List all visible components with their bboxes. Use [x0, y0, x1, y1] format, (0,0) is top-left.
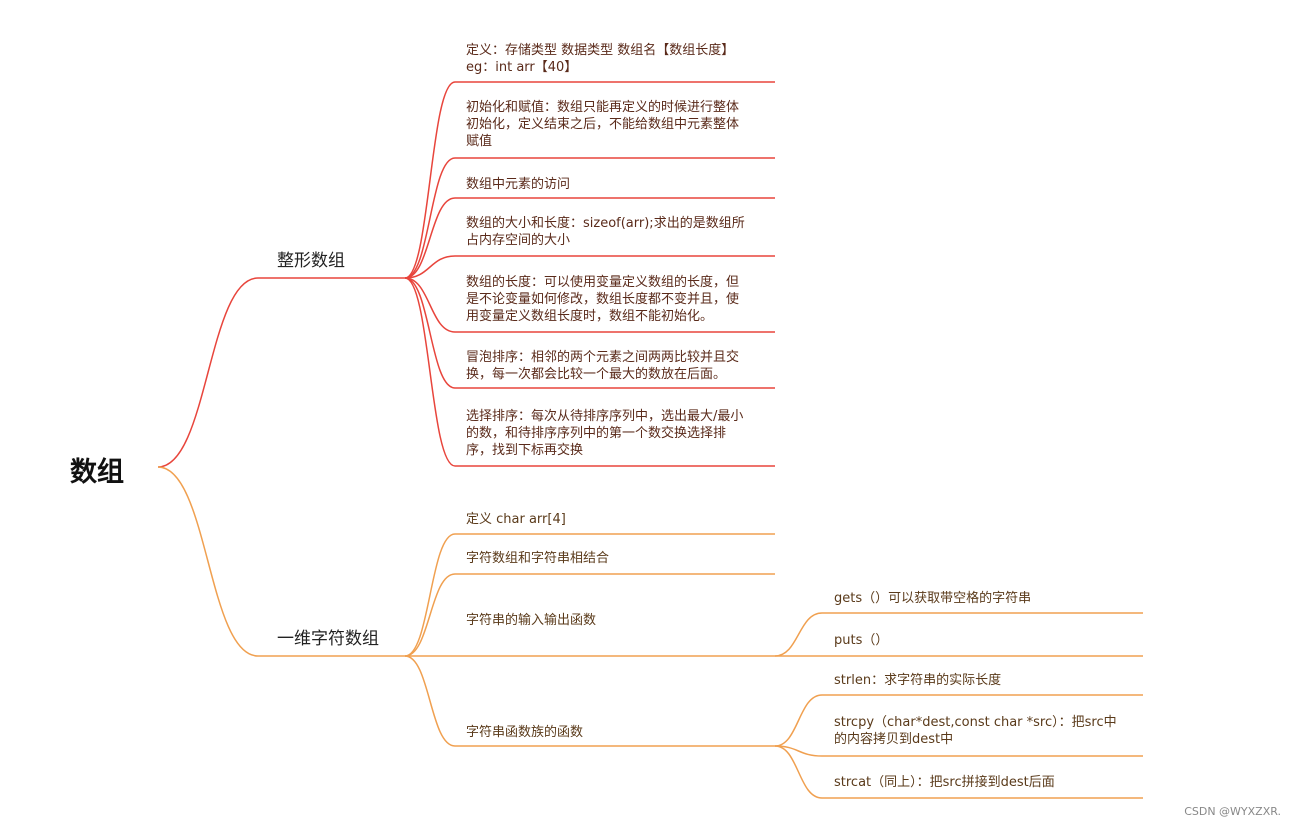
int-array-item-4-line: 数组的长度：可以使用变量定义数组的长度，但	[466, 275, 740, 290]
char-array-subitem-3-2-line: strcat（同上）：把src拼接到dest后面	[834, 775, 1055, 790]
char-array-subitem-3-0-line: strlen：求字符串的实际长度	[834, 673, 1002, 688]
char-array-item-3[interactable]: 字符串函数族的函数	[466, 724, 771, 741]
int-array-item-6[interactable]: 选择排序：每次从待排序序列中，选出最大/最小的数，和待排序序列中的第一个数交换选…	[466, 408, 771, 459]
int-array-item-0-line: eg：int arr【40】	[466, 60, 578, 75]
char-array-subitem-3-2[interactable]: strcat（同上）：把src拼接到dest后面	[834, 774, 1139, 791]
int-array-item-5[interactable]: 冒泡排序：相邻的两个元素之间两两比较并且交换，每一次都会比较一个最大的数放在后面…	[466, 349, 771, 383]
int-array-item-1[interactable]: 初始化和赋值：数组只能再定义的时候进行整体初始化，定义结束之后，不能给数组中元素…	[466, 99, 771, 150]
char-array-subitem-3-1[interactable]: strcpy（char*dest,const char *src）：把src中的…	[834, 714, 1139, 748]
int-array-item-6-line: 的数，和待排序序列中的第一个数交换选择排	[466, 426, 727, 441]
int-array-item-2-line: 数组中元素的访问	[466, 177, 571, 192]
int-array-item-4-line: 是不论变量如何修改，数组长度都不变并且，使	[466, 292, 740, 307]
int-array-item-1-line: 赋值	[466, 134, 493, 149]
connector-int-item-1	[404, 157, 775, 279]
char-array-item-0-line: 定义 char arr[4]	[466, 512, 566, 527]
char-array-item-3-line: 字符串函数族的函数	[466, 725, 584, 740]
connector-char-sub-2-0	[774, 612, 1143, 657]
connector-root-branch1	[157, 466, 405, 657]
int-array-item-2[interactable]: 数组中元素的访问	[466, 176, 771, 193]
int-array-item-3-line: 数组的大小和长度：sizeof(arr);求出的是数组所	[466, 216, 745, 231]
connector-root-branch0	[157, 277, 405, 468]
int-array-item-5-line: 换，每一次都会比较一个最大的数放在后面。	[466, 367, 727, 382]
char-array-subitem-2-0-line: gets（）可以获取带空格的字符串	[834, 591, 1032, 606]
int-array-item-6-line: 选择排序：每次从待排序序列中，选出最大/最小	[466, 409, 744, 424]
connector-char-item-1	[404, 573, 775, 657]
char-array-subitem-3-1-line: 的内容拷贝到dest中	[834, 732, 954, 747]
char-array-item-0[interactable]: 定义 char arr[4]	[466, 511, 771, 528]
connector-char-item-0	[404, 533, 775, 657]
int-array-item-3[interactable]: 数组的大小和长度：sizeof(arr);求出的是数组所占内存空间的大小	[466, 215, 771, 249]
int-array-item-0-line: 定义：存储类型 数据类型 数组名【数组长度】	[466, 43, 735, 58]
connector-char-sub-3-1	[774, 745, 1143, 757]
char-array-item-1[interactable]: 字符数组和字符串相结合	[466, 550, 771, 567]
char-array-subitem-2-1[interactable]: puts（）	[834, 632, 1139, 649]
watermark: CSDN @WYXZXR.	[1184, 805, 1281, 818]
int-array-item-3-line: 占内存空间的大小	[466, 233, 571, 248]
connector-int-item-6	[404, 277, 775, 467]
connector-char-item-3	[404, 655, 775, 747]
connector-int-item-4	[404, 277, 775, 333]
connector-char-sub-3-0	[774, 694, 1143, 747]
branch-char-array[interactable]: 一维字符数组	[277, 629, 379, 649]
connector-int-item-3	[404, 255, 775, 279]
char-array-item-2[interactable]: 字符串的输入输出函数	[466, 612, 771, 629]
char-array-subitem-2-1-line: puts（）	[834, 633, 889, 648]
branch-int-array[interactable]: 整形数组	[277, 251, 345, 271]
char-array-subitem-2-0[interactable]: gets（）可以获取带空格的字符串	[834, 590, 1139, 607]
connector-char-sub-3-2	[774, 745, 1143, 799]
connector-int-item-5	[404, 277, 775, 389]
int-array-item-4[interactable]: 数组的长度：可以使用变量定义数组的长度，但是不论变量如何修改，数组长度都不变并且…	[466, 274, 771, 325]
int-array-item-1-line: 初始化和赋值：数组只能再定义的时候进行整体	[466, 100, 740, 115]
char-array-item-1-line: 字符数组和字符串相结合	[466, 551, 610, 566]
int-array-item-1-line: 初始化，定义结束之后，不能给数组中元素整体	[466, 117, 740, 132]
root-node[interactable]: 数组	[70, 457, 124, 488]
char-array-subitem-3-0[interactable]: strlen：求字符串的实际长度	[834, 672, 1139, 689]
int-array-item-4-line: 用变量定义数组长度时，数组不能初始化。	[466, 309, 714, 324]
char-array-subitem-3-1-line: strcpy（char*dest,const char *src）：把src中	[834, 715, 1117, 730]
int-array-item-6-line: 序，找到下标再交换	[466, 443, 584, 458]
int-array-item-0[interactable]: 定义：存储类型 数据类型 数组名【数组长度】 eg：int arr【40】	[466, 42, 771, 76]
int-array-item-5-line: 冒泡排序：相邻的两个元素之间两两比较并且交	[466, 350, 740, 365]
connector-int-item-0	[404, 81, 775, 279]
char-array-item-2-line: 字符串的输入输出函数	[466, 613, 597, 628]
connector-int-item-2	[404, 197, 775, 279]
